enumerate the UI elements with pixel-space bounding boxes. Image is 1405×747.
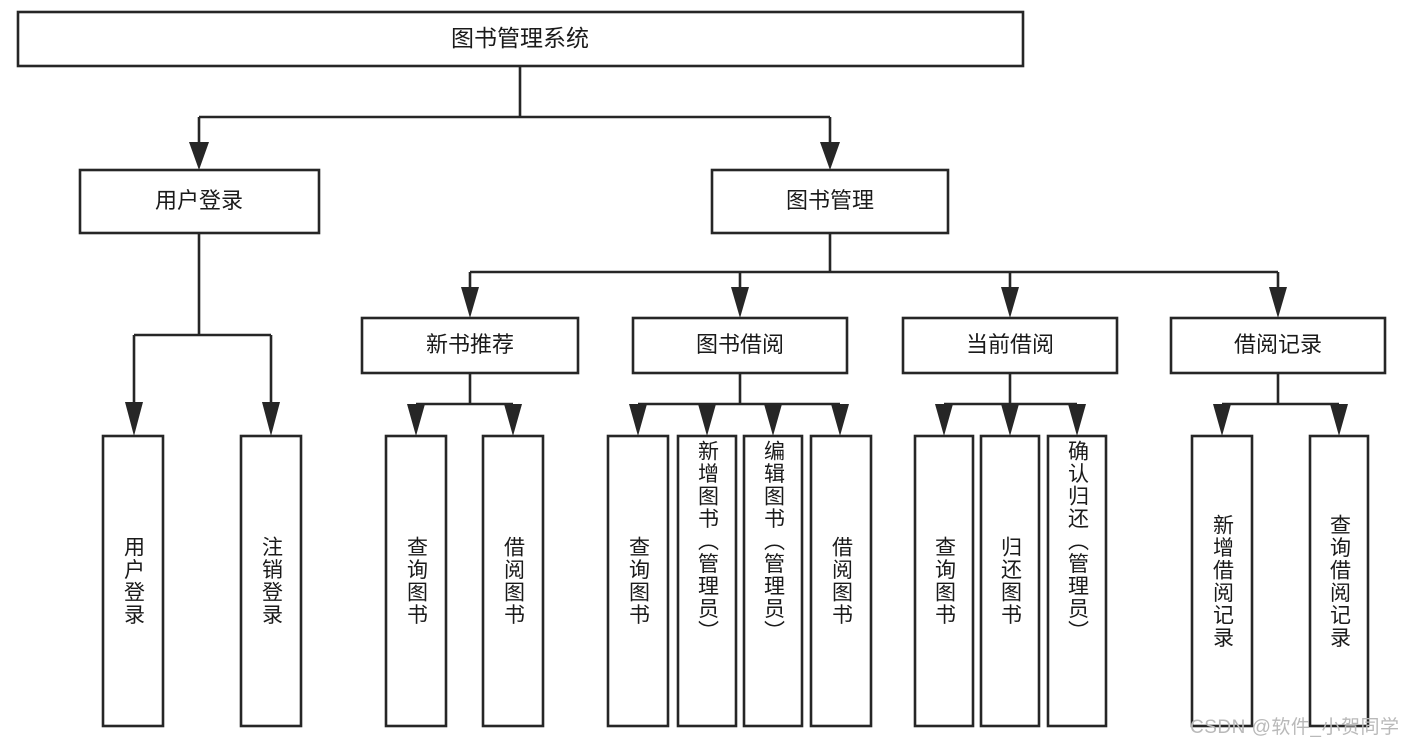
arrowhead-br-1 [629, 404, 647, 436]
node-label-current-borrow: 当前借阅 [966, 332, 1054, 357]
node-box-leaf-user-login[interactable] [101, 434, 165, 728]
node-label-new-book-recommend: 新书推荐 [426, 332, 514, 357]
node-box-leaf-logout[interactable] [239, 434, 303, 728]
arrowhead-br-4 [831, 404, 849, 436]
node-box-leaf-add-book-admin[interactable] [676, 434, 738, 728]
node-box-leaf-return-books[interactable] [979, 434, 1041, 728]
node-box-leaf-borrow-books-1[interactable] [481, 434, 545, 728]
arrowhead-nb-1 [407, 404, 425, 436]
node-box-new-book-recommend[interactable] [360, 316, 580, 375]
node-label-root: 图书管理系统 [451, 25, 589, 51]
arrowhead-br-2 [698, 404, 716, 436]
node-box-root[interactable] [16, 10, 1025, 68]
node-label-book-manage: 图书管理 [786, 188, 874, 213]
arrowhead-cu-2 [1001, 404, 1019, 436]
arrowhead-cu-3 [1068, 404, 1086, 436]
node-box-leaf-query-record[interactable] [1308, 434, 1370, 728]
arrowhead-user-login [189, 142, 209, 170]
node-box-leaf-add-record[interactable] [1190, 434, 1254, 728]
node-box-book-borrow[interactable] [631, 316, 849, 375]
node-box-leaf-borrow-books-2[interactable] [809, 434, 873, 728]
arrowhead-l3-2 [731, 287, 749, 318]
node-box-leaf-query-books-2[interactable] [606, 434, 670, 728]
arrowhead-rc-2 [1330, 404, 1348, 436]
arrowhead-rc-1 [1213, 404, 1231, 436]
node-box-current-borrow[interactable] [901, 316, 1119, 375]
csdn-watermark: CSDN @软件_小贺同学 [1190, 717, 1400, 738]
node-label-user-login: 用户登录 [155, 188, 243, 213]
node-box-borrow-records[interactable] [1169, 316, 1387, 375]
node-box-user-login[interactable] [78, 168, 321, 235]
node-box-book-manage[interactable] [710, 168, 950, 235]
node-label-borrow-records: 借阅记录 [1234, 332, 1322, 357]
node-layer: 图书管理系统 用户登录 图书管理 新书推荐 图书借阅 当前借阅 借阅记录 [16, 10, 1387, 728]
node-box-leaf-query-books-3[interactable] [913, 434, 975, 728]
arrowhead-cu-1 [935, 404, 953, 436]
arrowhead-leaf-2 [262, 402, 280, 436]
arrowhead-book-manage [820, 142, 840, 170]
node-box-leaf-query-books-1[interactable] [384, 434, 448, 728]
arrowhead-br-3 [764, 404, 782, 436]
arrowhead-l3-4 [1269, 287, 1287, 318]
arrowhead-l3-3 [1001, 287, 1019, 318]
node-box-leaf-confirm-return-admin[interactable] [1046, 434, 1108, 728]
arrowhead-leaf-1 [125, 402, 143, 436]
node-label-book-borrow: 图书借阅 [696, 332, 784, 357]
connector-layer [125, 66, 1348, 436]
arrowhead-l3-1 [461, 287, 479, 318]
node-box-leaf-edit-book-admin[interactable] [742, 434, 804, 728]
arrowhead-nb-2 [504, 404, 522, 436]
